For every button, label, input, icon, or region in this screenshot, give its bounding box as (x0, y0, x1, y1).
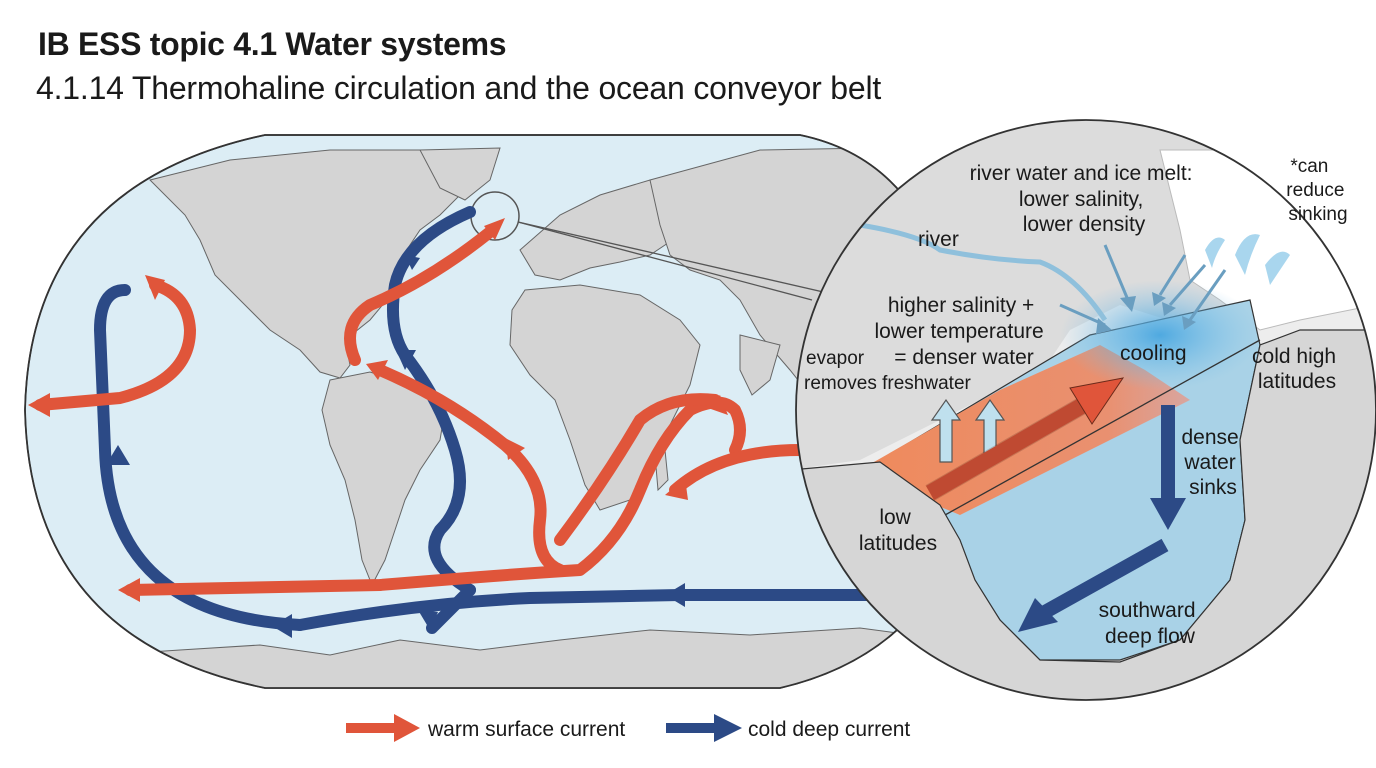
warm-arrowhead-1 (484, 218, 505, 240)
inset-warm-arrow (926, 397, 1089, 500)
legend-cold-label: cold deep current (748, 718, 910, 741)
inset-land-bottom (796, 329, 1376, 700)
greenland (419, 147, 501, 201)
warm-currents (34, 226, 806, 596)
melt-head-3 (1162, 302, 1176, 316)
warm-arrowhead-4 (118, 578, 140, 602)
salinity-label: higher salinity + lower temperature = de… (874, 294, 1049, 369)
warm-arrowhead-6 (145, 275, 165, 300)
melt-arrow-5 (1059, 303, 1106, 327)
meltwater-label: river water and ice melt: lower salinity… (970, 162, 1199, 236)
river-label: river (918, 228, 959, 251)
page-title: IB ESS topic 4.1 Water systems (38, 26, 507, 62)
warm-arrowheads (28, 218, 728, 602)
inset-river (859, 222, 1108, 322)
warm-arrowhead-7 (708, 395, 728, 415)
india (739, 334, 781, 396)
inset-melt-arrows (1059, 244, 1227, 327)
legend-warm-label: warm surface current (427, 718, 625, 741)
cold-latitudes-label: cold high latitudes (1252, 345, 1342, 393)
cold-arrowheads (106, 255, 685, 638)
warm-current-pacific (34, 279, 196, 411)
inset-land-top (796, 120, 1300, 470)
inset-melt-arrowheads (1096, 292, 1196, 334)
cold-current-pacific (94, 284, 306, 631)
legend: warm surface current cold deep current (346, 714, 910, 742)
page-subtitle: 4.1.14 Thermohaline circulation and the … (36, 70, 882, 106)
inset-circle: *can reduce sinking river water and ice … (795, 119, 1376, 701)
inset-deep-arrowhead (1018, 598, 1058, 632)
melt-head-5 (1096, 318, 1112, 334)
melt-arrow-1 (1103, 244, 1130, 301)
cold-arrowhead-2 (396, 350, 416, 370)
melt-arrow-2 (1158, 254, 1187, 296)
warm-arrowhead-3 (505, 438, 525, 460)
inset-melt-drip-3 (1205, 237, 1225, 268)
cold-current-north-atlantic (387, 206, 476, 361)
inset-melt-drip-1 (1235, 234, 1260, 275)
inset-boundary-line (944, 339, 1261, 516)
melt-head-4 (1182, 316, 1196, 330)
cold-arrowhead-4 (106, 445, 130, 465)
low-latitudes-label: low latitudes (859, 506, 937, 555)
inset-warm-arrow-outline (925, 396, 1090, 501)
inset-sink-arrowhead (1150, 498, 1186, 530)
zoom-line-top (517, 221, 881, 306)
warm-arrowhead-8 (665, 478, 688, 500)
warm-arrowhead-5 (28, 393, 50, 417)
warm-current-south (124, 396, 746, 596)
inset-cooling-zone (1060, 280, 1260, 390)
cold-arrowhead-3 (272, 614, 292, 638)
deep-flow-label: southward deep flow (1099, 599, 1202, 648)
melt-arrow-4 (1188, 269, 1227, 321)
note-label: *can reduce sinking (1286, 156, 1349, 225)
legend-warm-arrowhead (394, 714, 420, 742)
warm-current-caribbean (374, 364, 566, 576)
inset-deep-arrow (1041, 538, 1169, 619)
cooling-label: cooling (1120, 342, 1187, 365)
inset-melt-drip-2 (1265, 251, 1290, 285)
melt-arrow-3 (1168, 264, 1207, 306)
warm-current-africa (554, 393, 721, 546)
warm-current-gulf-stream (344, 226, 496, 366)
zoom-line-bottom (517, 221, 813, 301)
cold-arrowhead-1 (405, 255, 420, 270)
evap-arrow-1 (930, 398, 962, 463)
legend-cold-arrowhead (714, 714, 742, 742)
cold-arrowhead-6 (418, 610, 438, 630)
evaporation-label: evapor removes freshwater (804, 348, 972, 394)
cold-arrowhead-5 (665, 583, 685, 607)
inset-warm-arrowhead (1069, 377, 1125, 425)
antarctica (25, 627, 950, 688)
inset-evaporation-arrows (930, 398, 1006, 463)
melt-head-1 (1120, 296, 1136, 312)
cold-current-loop (426, 584, 476, 634)
cold-current-southern (294, 589, 906, 631)
melt-head-2 (1152, 292, 1166, 306)
warm-arrowhead-2 (366, 360, 388, 380)
sinks-label: dense water sinks (1181, 426, 1244, 499)
